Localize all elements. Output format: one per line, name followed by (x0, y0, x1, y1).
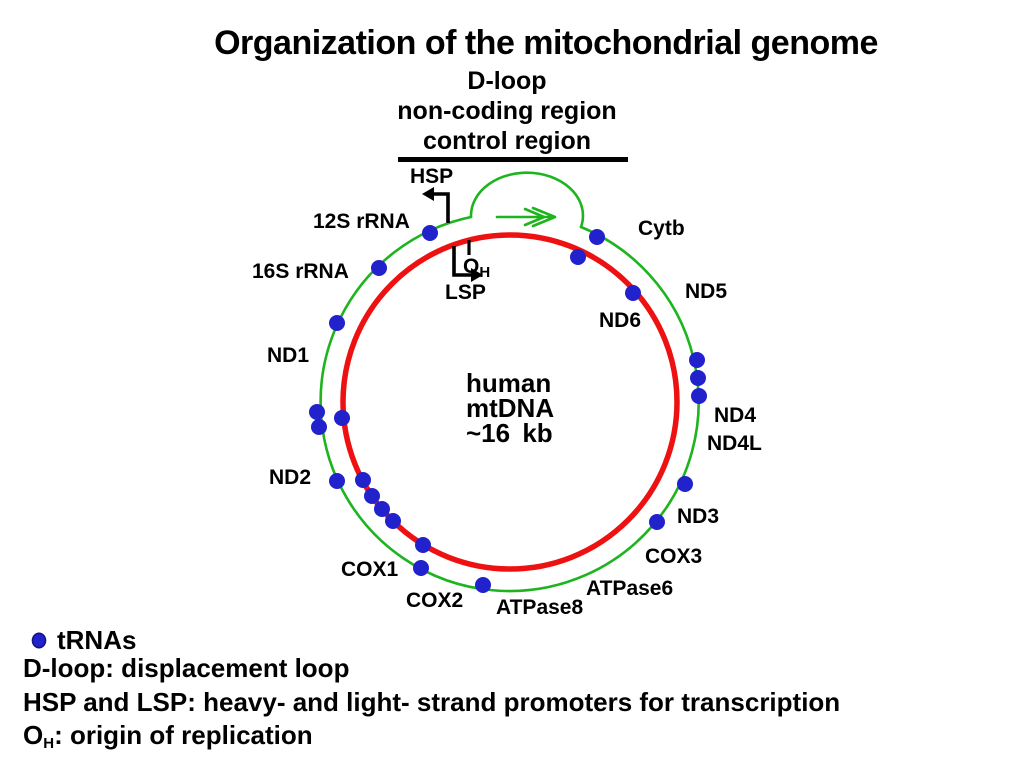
trna-dot (371, 260, 387, 276)
dloop-header-line2: non-coding region (397, 97, 617, 125)
trna-dot (329, 473, 345, 489)
gene-label-cytb: Cytb (638, 217, 685, 240)
trna-legend-dot (31, 632, 47, 649)
header-underline (398, 157, 628, 162)
lsp-arrowhead (471, 268, 483, 282)
gene-label-nd1: ND1 (267, 344, 310, 367)
hsp-arrowhead (422, 187, 434, 201)
gene-label-cox3: COX3 (645, 545, 703, 568)
gene-label-nd2: ND2 (269, 466, 312, 489)
dloop-header-line3: control region (422, 127, 592, 155)
gene-label-nd4: ND4 (714, 404, 757, 427)
trna-dot (329, 315, 345, 331)
gene-label-nd6: ND6 (599, 309, 642, 332)
trna-dot (413, 560, 429, 576)
gene-label-nd3: ND3 (677, 505, 720, 528)
dloop-header: D-loop non-coding region control region (307, 66, 707, 156)
gene-label-cox1: COX1 (341, 558, 399, 581)
trna-dot (677, 476, 693, 492)
gene-label-cox2: COX2 (406, 589, 464, 612)
footnote-dloop: D-loop: displacement loop (23, 653, 350, 683)
center-label-line2: mtDNA (466, 393, 555, 423)
oh-label: OH (463, 255, 490, 281)
hsp-label: HSP (410, 165, 454, 188)
trna-dot (364, 488, 380, 504)
trna-dot (689, 352, 705, 368)
trna-dot (691, 388, 707, 404)
trna-dot (589, 229, 605, 245)
trna-legend-label: tRNAs (57, 625, 137, 655)
genome-circle (340, 232, 680, 572)
trna-dot (649, 514, 665, 530)
gene-label-nd5: ND5 (685, 280, 728, 303)
trna-dot (334, 410, 350, 426)
gene-label-atpase6: ATPase6 (586, 577, 674, 600)
gene-label-atpase8: ATPase8 (496, 596, 584, 619)
trna-dot (690, 370, 706, 386)
gene-label-12s-rrna: 12S rRNA (313, 210, 410, 233)
trna-dot (415, 537, 431, 553)
page-title: Organization of the mitochondrial genome (214, 24, 878, 62)
hsp-arrow (431, 192, 450, 223)
trna-dot (422, 225, 438, 241)
trna-dot (475, 577, 491, 593)
trna-dot (374, 501, 390, 517)
lsp-label: LSP (445, 281, 486, 304)
lsp-arrow (452, 246, 473, 277)
trna-dot-layer (309, 225, 707, 593)
trna-dot (311, 419, 327, 435)
trna-dot (385, 513, 401, 529)
gene-label-16s-rrna: 16S rRNA (252, 260, 349, 283)
trna-legend: tRNAs (30, 625, 136, 656)
footnote-origin: OH: origin of replication (23, 720, 313, 752)
d-loop-bubble (469, 171, 585, 229)
center-label-line1: human (466, 368, 552, 398)
footnote-promoters: HSP and LSP: heavy- and light- strand pr… (23, 686, 841, 717)
center-label-line3: ~16 kb (466, 418, 553, 448)
trna-dot (625, 285, 641, 301)
footnotes: D-loop: displacement loop HSP and LSP: h… (23, 652, 840, 761)
trna-dot (355, 472, 371, 488)
transcription-direction-arrow (495, 206, 557, 228)
dloop-header-line1: D-loop (467, 67, 547, 95)
trna-dot-icon (31, 632, 47, 649)
trna-dot (570, 249, 586, 265)
gene-label-nd4l: ND4L (707, 432, 762, 455)
trna-dot (309, 404, 325, 420)
oh-label-o: O (463, 255, 480, 278)
oh-label-h: H (479, 264, 491, 281)
center-label: human mtDNA ~16 kb (466, 368, 555, 448)
